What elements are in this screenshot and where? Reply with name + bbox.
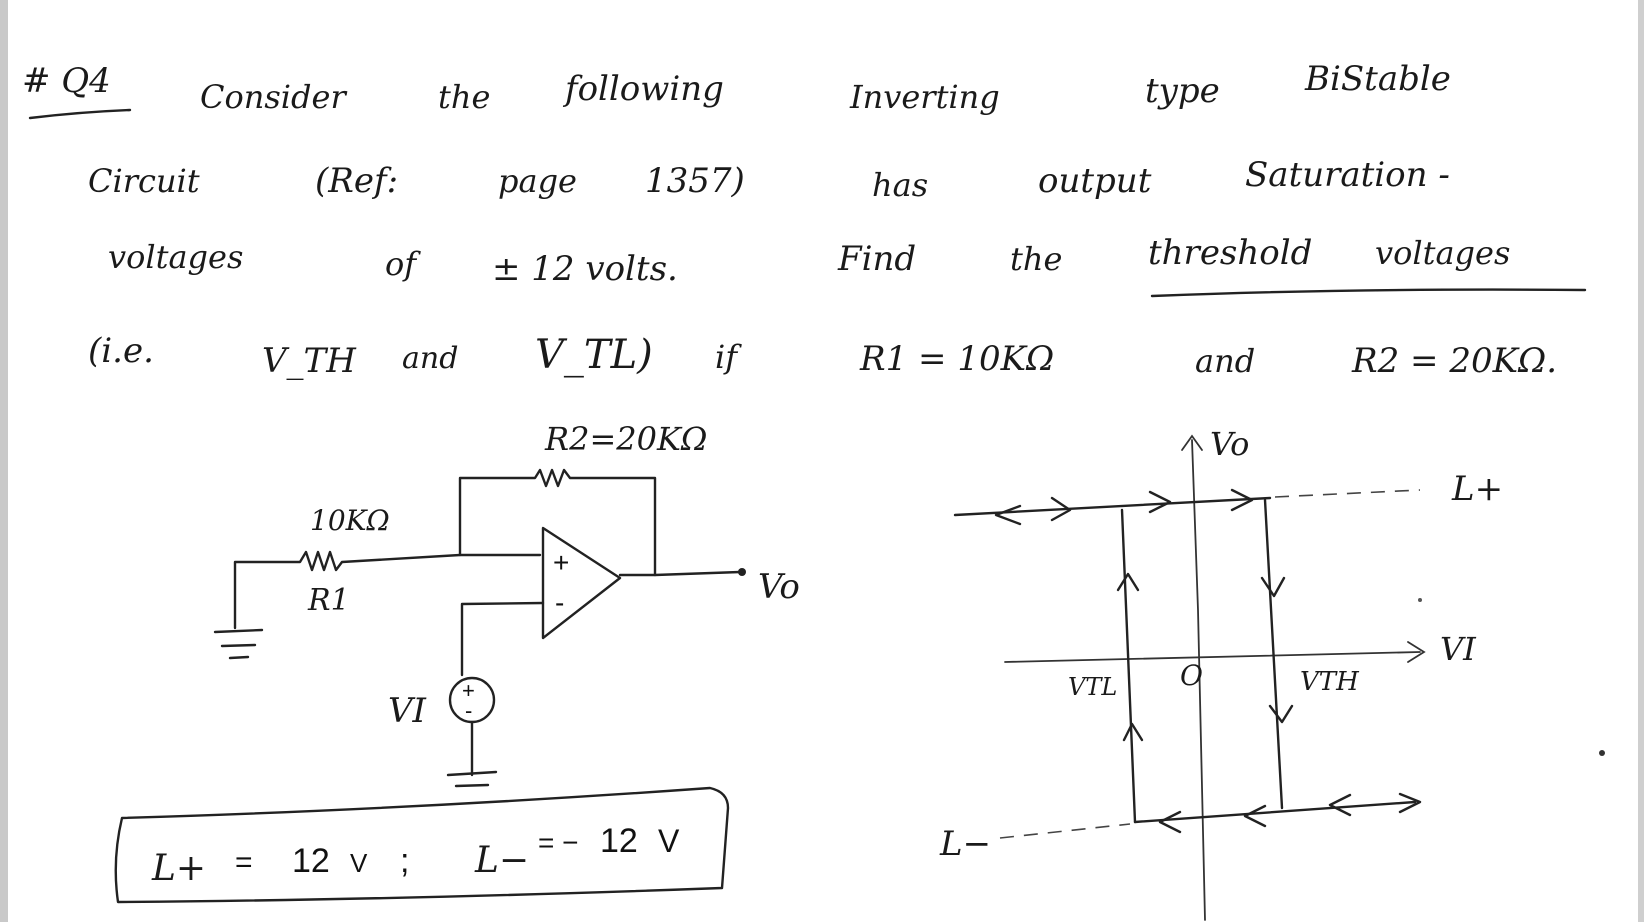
output-wire xyxy=(618,570,742,577)
r2-label: R2=20KΩ xyxy=(544,420,707,458)
word-type: type xyxy=(1145,71,1220,111)
word-saturation: Saturation - xyxy=(1245,155,1450,195)
x-axis-arrowhead xyxy=(1407,641,1426,663)
word-vth: V_TH xyxy=(262,341,357,381)
x-axis xyxy=(1004,651,1421,663)
lower-arrow-left-1 xyxy=(1158,810,1182,834)
word-the-1: the xyxy=(438,78,490,116)
left-frame-border xyxy=(0,0,8,922)
upper-arrow-right-2 xyxy=(1148,490,1172,514)
word-threshold: threshold xyxy=(1148,233,1312,273)
lower-saturation-line xyxy=(1133,800,1417,824)
problem-statement: # Q4 Consider the following Inverting ty… xyxy=(22,59,1587,381)
word-has: has xyxy=(872,166,928,204)
answer-box: L+ = 12 V ; L− = − 12 V xyxy=(114,786,730,904)
word-voltages: voltages xyxy=(108,238,243,276)
source-vi-label: VI xyxy=(388,691,427,731)
ground-symbol-source xyxy=(446,770,498,788)
feedback-resistor-r2 xyxy=(458,468,657,577)
word-12-volts: ± 12 volts. xyxy=(492,249,678,289)
word-ie: (i.e. xyxy=(88,331,154,371)
output-terminal xyxy=(738,568,746,576)
answer-l-minus: L− xyxy=(474,840,529,881)
word-vtl: V_TL) xyxy=(535,332,653,378)
x-axis-label-vi: VI xyxy=(1440,630,1477,668)
word-and-1: and xyxy=(402,341,458,376)
bistable-circuit: R2=20KΩ 10KΩ R1 + - Vo + - VI xyxy=(213,420,800,788)
vtl-up-arrow-2 xyxy=(1122,722,1144,742)
word-output: output xyxy=(1038,161,1152,201)
vth-vertical-line xyxy=(1263,498,1284,810)
word-voltages-2: voltages xyxy=(1375,234,1510,272)
vth-down-arrow-2 xyxy=(1268,704,1294,724)
source-minus: - xyxy=(465,698,472,723)
word-of: of xyxy=(385,245,421,283)
r1-value-label: 10KΩ xyxy=(310,504,390,537)
vth-tick-label: VTH xyxy=(1300,667,1360,697)
answer-l-plus: L+ xyxy=(151,848,206,889)
label-l-minus: L− xyxy=(939,824,991,864)
threshold-underline xyxy=(1150,288,1587,298)
op-amp-minus: - xyxy=(555,587,564,618)
word-ref: (Ref: xyxy=(315,161,398,201)
y-axis-arrowhead xyxy=(1181,434,1203,451)
vtl-vertical-line xyxy=(1120,508,1137,824)
lower-saturation-dashed xyxy=(999,823,1131,839)
word-r2-value: R2 = 20KΩ. xyxy=(1351,341,1557,381)
hysteresis-graph: Vo VI L+ L− xyxy=(939,425,1605,921)
word-circuit: Circuit xyxy=(88,162,200,200)
word-r1-value: R1 = 10KΩ xyxy=(859,339,1054,379)
origin-label: O xyxy=(1180,659,1203,692)
vtl-tick-label: VTL xyxy=(1068,673,1117,701)
answer-equals-2: = − xyxy=(538,827,578,858)
right-frame-border xyxy=(1638,0,1644,922)
question-label: # Q4 xyxy=(22,61,111,101)
word-page: page xyxy=(498,162,577,200)
vth-down-arrow-1 xyxy=(1260,576,1286,598)
word-following: following xyxy=(562,69,724,109)
y-axis-label-vo: Vo xyxy=(1210,425,1249,463)
answer-separator: ; xyxy=(400,842,409,880)
upper-arrow-right-3 xyxy=(1230,488,1254,512)
ground-symbol-left xyxy=(213,628,264,660)
upper-arrow-left xyxy=(994,504,1022,526)
op-amp-triangle xyxy=(541,526,622,640)
word-the-2: the xyxy=(1010,240,1062,278)
input-resistor-r1 xyxy=(233,550,542,630)
answer-l-minus-value: 12 xyxy=(600,822,638,860)
word-page-number: 1357) xyxy=(645,161,745,201)
lower-arrow-right xyxy=(1398,792,1422,814)
r1-name-label: R1 xyxy=(307,583,350,618)
word-bistable: BiStable xyxy=(1304,59,1451,99)
upper-arrow-right-1 xyxy=(1050,496,1072,522)
output-vo-label: Vo xyxy=(758,567,800,607)
answer-equals-1: = xyxy=(235,846,253,879)
word-if: if xyxy=(715,338,742,376)
word-and-2: and xyxy=(1195,342,1255,380)
vtl-up-arrow-1 xyxy=(1116,572,1140,592)
source-plus: + xyxy=(462,678,475,703)
op-amp-plus: + xyxy=(553,547,569,578)
question-underline xyxy=(28,108,132,120)
stray-dot-1 xyxy=(1418,598,1422,602)
lower-arrow-left-2 xyxy=(1243,804,1267,828)
word-inverting: Inverting xyxy=(849,78,1000,116)
label-l-plus: L+ xyxy=(1451,469,1503,509)
answer-box-border xyxy=(114,786,730,904)
upper-saturation-dashed xyxy=(1274,489,1421,498)
answer-l-minus-unit: V xyxy=(658,823,680,859)
word-consider: Consider xyxy=(200,78,347,116)
upper-saturation-line xyxy=(953,496,1272,517)
word-find: Find xyxy=(837,239,916,279)
answer-l-plus-unit: V xyxy=(350,848,368,878)
answer-l-plus-value: 12 xyxy=(292,842,330,880)
stray-dot-2 xyxy=(1599,750,1605,756)
inverting-input-wire xyxy=(460,601,545,677)
lower-arrow-left-3 xyxy=(1328,793,1352,817)
